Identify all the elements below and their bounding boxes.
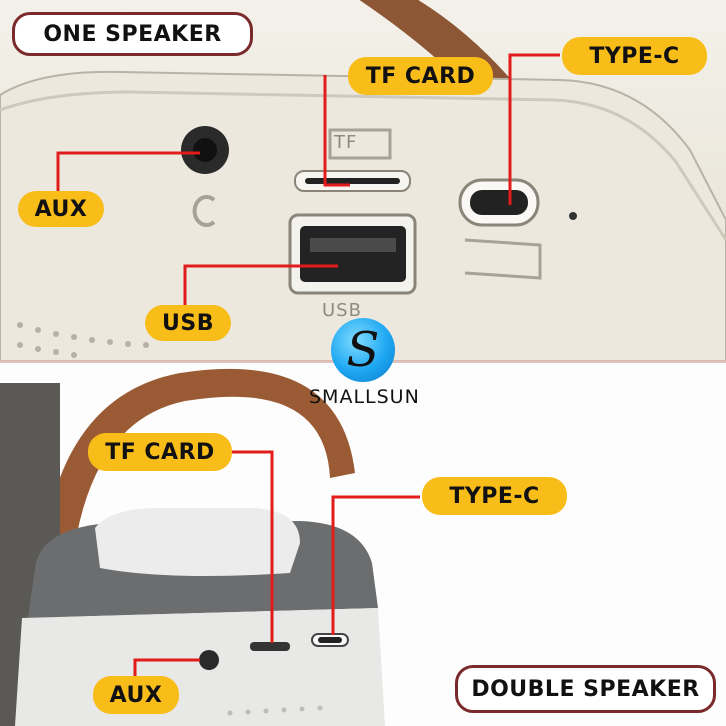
tf-card-label: TF CARD (348, 57, 493, 95)
tf-card-label: TF CARD (88, 433, 232, 471)
logo-badge: S (331, 318, 395, 382)
aux-label: AUX (93, 676, 179, 714)
type-c-label: TYPE-C (562, 37, 707, 75)
tf-slot (250, 642, 290, 651)
double-speaker-photo (0, 368, 420, 726)
logo-name: SMALLSUN (309, 386, 420, 408)
double-speaker-panel: TF CARD TYPE-C AUX DOUBLE SPEAKER (0, 363, 726, 726)
aux-label: AUX (18, 191, 104, 227)
aux-port (199, 650, 219, 670)
grille (17, 322, 149, 358)
speaker-body (15, 608, 385, 726)
double-speaker-tag: DOUBLE SPEAKER (455, 665, 716, 713)
smallsun-logo: S SMALLSUN (309, 318, 419, 413)
one-speaker-panel: ONE SPEAKER TF CARD TYPE-C AUX USB TF US… (0, 0, 726, 363)
type-c-label: TYPE-C (422, 477, 567, 515)
one-speaker-photo (0, 0, 726, 363)
pointer-lines (56, 53, 560, 310)
pointer-lines (133, 450, 420, 678)
usb-label: USB (145, 305, 231, 341)
tf-print: TF (334, 132, 358, 153)
one-speaker-tag: ONE SPEAKER (12, 12, 253, 56)
usb-print: USB (322, 300, 362, 321)
logo-letter: S (346, 322, 380, 378)
